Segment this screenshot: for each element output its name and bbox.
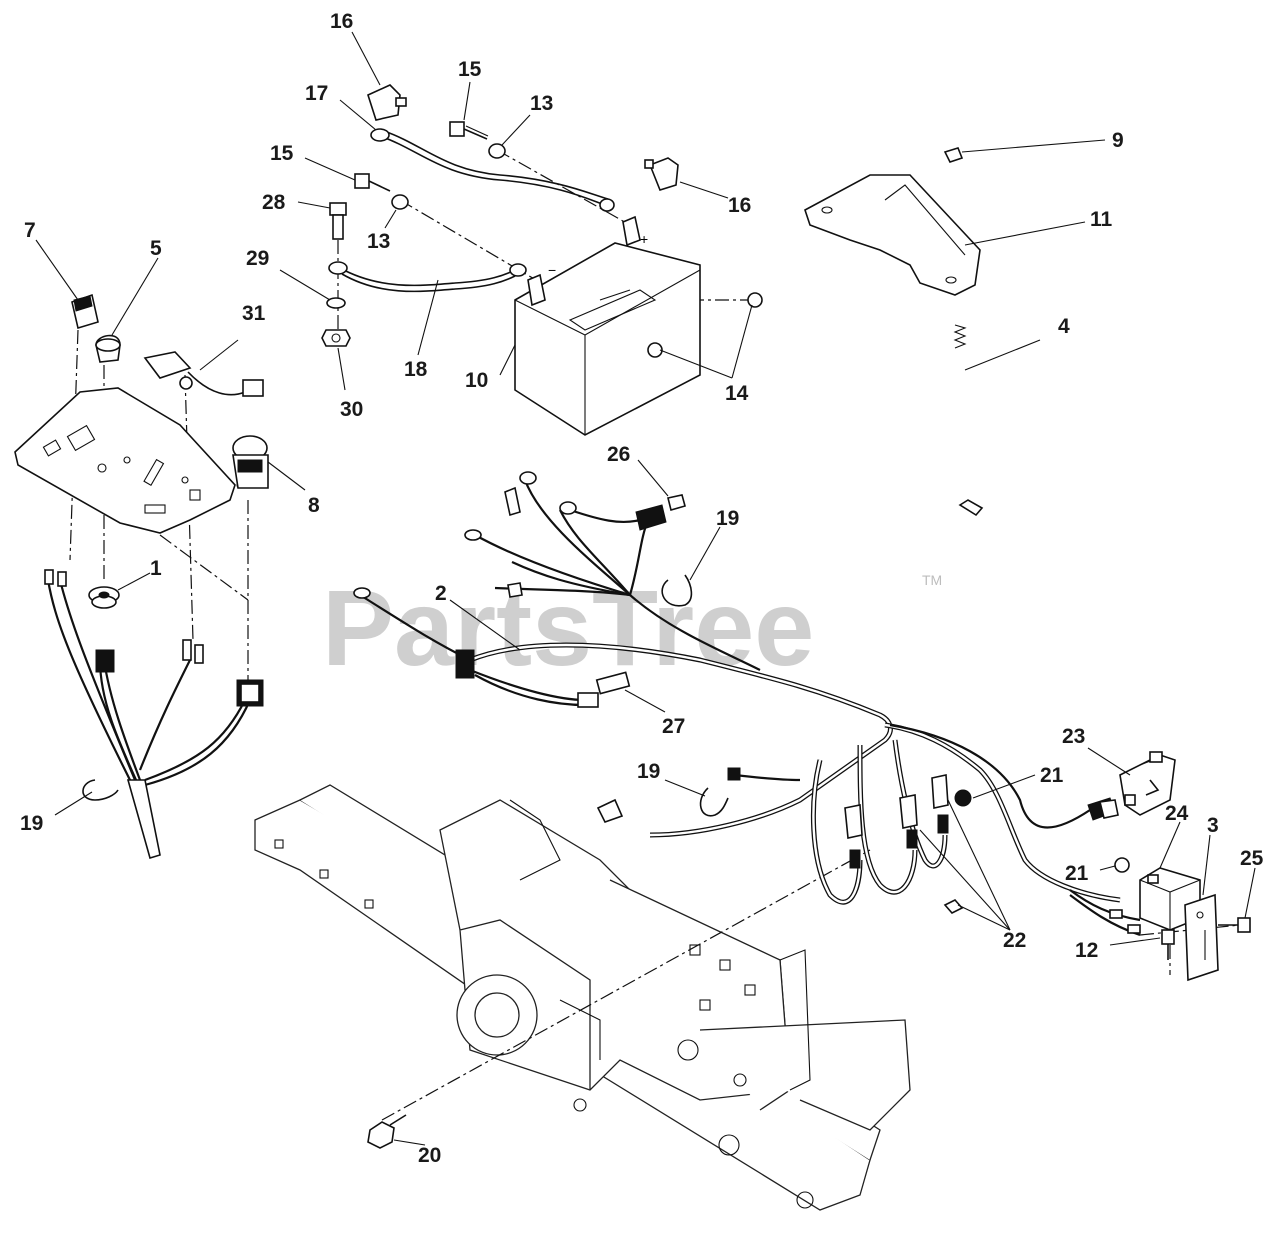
callout-16: 16 xyxy=(330,10,353,33)
washer-29 xyxy=(326,297,346,309)
callout-27: 27 xyxy=(662,715,685,738)
callout-12: 12 xyxy=(1075,939,1098,962)
callout-11: 11 xyxy=(1090,208,1113,231)
callout-30: 30 xyxy=(340,398,363,421)
dash-harness xyxy=(44,569,264,859)
watermark-trademark: TM xyxy=(922,572,942,588)
callout-16: 16 xyxy=(728,194,751,217)
connector-31 xyxy=(143,351,264,397)
rocker-switch-7 xyxy=(71,293,99,330)
callout-7: 7 xyxy=(24,219,36,242)
callout-19: 19 xyxy=(637,760,660,783)
battery-hold-down-11 xyxy=(804,174,981,296)
solenoid-connector xyxy=(1087,797,1119,821)
nut-30 xyxy=(321,329,351,347)
callout-13: 13 xyxy=(530,92,553,115)
washer-13-mid xyxy=(391,194,409,210)
battery-terminal-boot-16-right xyxy=(644,157,679,191)
tractor-frame xyxy=(254,784,911,1211)
nut-14-a xyxy=(747,292,763,308)
nut-21-lower xyxy=(1114,857,1130,873)
callout-8: 8 xyxy=(308,494,320,517)
callout-13: 13 xyxy=(367,230,390,253)
bolt-28 xyxy=(329,202,347,240)
bolt-15-top xyxy=(449,121,489,140)
battery-10: + − xyxy=(514,215,701,436)
solenoid-wires xyxy=(1069,889,1141,937)
tube-piece xyxy=(596,798,624,823)
bracket-23 xyxy=(1119,751,1176,816)
socket-8 xyxy=(232,435,269,489)
callout-9: 9 xyxy=(1112,129,1124,152)
spring-4 xyxy=(953,324,1041,517)
dash-panel xyxy=(14,387,244,534)
bolt-12 xyxy=(1161,929,1175,960)
nut-21-top xyxy=(954,789,972,807)
callout-numbers: 16 15 13 17 9 15 16 11 28 13 7 5 29 31 4… xyxy=(20,10,1264,1167)
callout-29: 29 xyxy=(246,247,269,270)
main-harness-2 xyxy=(353,587,1121,903)
callout-2: 2 xyxy=(435,582,447,605)
battery-cable-18 xyxy=(328,261,527,293)
callout-20: 20 xyxy=(418,1144,441,1167)
callout-1: 1 xyxy=(150,557,162,580)
battery-terminal-boot-16-top xyxy=(367,84,407,121)
callout-18: 18 xyxy=(404,358,428,381)
callout-5: 5 xyxy=(150,237,162,260)
callout-25: 25 xyxy=(1240,847,1264,870)
screw-9 xyxy=(943,147,964,163)
clip-19-left xyxy=(82,779,119,801)
bolt-25 xyxy=(1218,917,1251,933)
harness-drops-22 xyxy=(810,739,964,914)
battery-cable-17 xyxy=(370,128,615,212)
callout-15: 15 xyxy=(458,58,482,81)
callout-23: 23 xyxy=(1062,725,1085,748)
callout-15: 15 xyxy=(270,142,294,165)
callout-3: 3 xyxy=(1207,814,1219,837)
callout-10: 10 xyxy=(465,369,488,392)
clip-19-mid xyxy=(699,767,801,817)
leader-lines xyxy=(35,31,1256,1146)
svg-text:+: + xyxy=(640,231,648,247)
washer-13-top xyxy=(488,143,506,159)
callout-4: 4 xyxy=(1058,315,1070,338)
callout-19: 19 xyxy=(20,812,43,835)
nut-14-b xyxy=(647,342,663,358)
callout-21: 21 xyxy=(1065,862,1089,885)
harness-branch-battery xyxy=(464,471,761,671)
key-switch-5 xyxy=(95,334,121,363)
bolt-15-mid xyxy=(354,173,391,192)
callout-24: 24 xyxy=(1165,802,1189,825)
bolt-20 xyxy=(367,1114,407,1149)
callout-22: 22 xyxy=(1003,929,1026,952)
svg-text:−: − xyxy=(548,262,556,278)
grommet-1 xyxy=(88,586,120,609)
bracket-3 xyxy=(1184,893,1219,982)
callout-21: 21 xyxy=(1040,764,1064,787)
callout-19: 19 xyxy=(716,507,739,530)
callout-31: 31 xyxy=(242,302,266,325)
callout-26: 26 xyxy=(607,443,630,466)
callout-17: 17 xyxy=(305,82,328,105)
callout-28: 28 xyxy=(262,191,286,214)
callout-14: 14 xyxy=(725,382,749,405)
